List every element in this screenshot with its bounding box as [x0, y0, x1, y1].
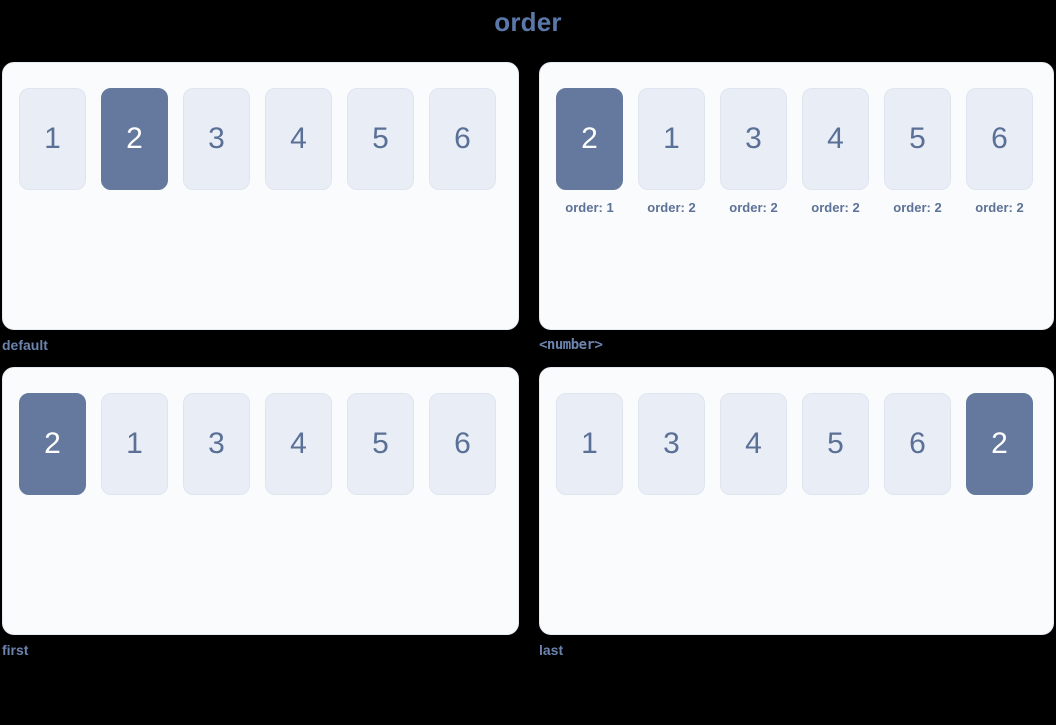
flex-container: 2 order: 1 1 order: 2 3 order: 2 4 order: 2 5 ord…: [556, 88, 1053, 216]
flex-item[interactable]: 5: [347, 88, 414, 190]
flex-item[interactable]: 4: [720, 393, 787, 495]
flex-item-wrapper: 6: [429, 88, 496, 190]
flex-item[interactable]: 4: [265, 393, 332, 495]
flex-item[interactable]: 1: [101, 393, 168, 495]
flex-item-wrapper: 1 order: 2: [638, 88, 705, 216]
flex-item[interactable]: 1: [19, 88, 86, 190]
flex-item-wrapper: 4 order: 2: [802, 88, 869, 216]
flex-item[interactable]: 5: [347, 393, 414, 495]
flex-item-highlighted[interactable]: 2: [19, 393, 86, 495]
flex-item[interactable]: 4: [802, 88, 869, 190]
flex-item-wrapper: 1: [556, 393, 623, 495]
flex-item[interactable]: 1: [556, 393, 623, 495]
order-note: order: 2: [729, 200, 778, 215]
flex-item-wrapper: 5: [347, 393, 414, 495]
flex-item[interactable]: 3: [720, 88, 787, 190]
flex-item-wrapper: 1: [19, 88, 86, 190]
flex-item-wrapper: 6 order: 2: [966, 88, 1033, 216]
flex-item-wrapper: 6: [429, 393, 496, 495]
panel-caption: last: [539, 642, 564, 658]
flex-item[interactable]: 3: [638, 393, 705, 495]
flex-item-wrapper: 4: [265, 393, 332, 495]
flex-item-wrapper: 6: [884, 393, 951, 495]
flex-item[interactable]: 6: [429, 393, 496, 495]
flex-item-wrapper: 3: [638, 393, 705, 495]
order-note: order: 2: [811, 200, 860, 215]
flex-item-wrapper: 3: [183, 393, 250, 495]
panel-cell: 2 order: 1 1 order: 2 3 order: 2 4 order: 2 5 ord…: [539, 62, 1054, 355]
flex-item[interactable]: 4: [265, 88, 332, 190]
flex-item-wrapper: 1: [101, 393, 168, 495]
flex-item-wrapper: 4: [720, 393, 787, 495]
flex-item-highlighted[interactable]: 2: [966, 393, 1033, 495]
flex-item[interactable]: 5: [884, 88, 951, 190]
flex-item-wrapper: 3: [183, 88, 250, 190]
flex-item-wrapper: 3 order: 2: [720, 88, 787, 216]
panel-caption: first: [2, 642, 29, 658]
order-note: order: 2: [975, 200, 1024, 215]
panel-caption: <number>: [539, 337, 603, 353]
page-title: order: [494, 7, 562, 37]
flex-item-wrapper: 2: [966, 393, 1033, 495]
flex-item-wrapper: 5: [802, 393, 869, 495]
flex-item-wrapper: 2 order: 1: [556, 88, 623, 216]
flex-item[interactable]: 5: [802, 393, 869, 495]
order-note: order: 2: [893, 200, 942, 215]
flex-item-wrapper: 4: [265, 88, 332, 190]
flex-item[interactable]: 6: [966, 88, 1033, 190]
flex-item[interactable]: 3: [183, 88, 250, 190]
flex-item-wrapper: 2: [101, 88, 168, 190]
flex-item[interactable]: 6: [429, 88, 496, 190]
flex-item-wrapper: 2: [19, 393, 86, 495]
flex-item-highlighted[interactable]: 2: [101, 88, 168, 190]
flex-item-highlighted[interactable]: 2: [556, 88, 623, 190]
flex-item[interactable]: 6: [884, 393, 951, 495]
flex-item[interactable]: 1: [638, 88, 705, 190]
flex-item-wrapper: 5 order: 2: [884, 88, 951, 216]
order-note: order: 1: [565, 200, 614, 215]
order-note: order: 2: [647, 200, 696, 215]
flex-item-wrapper: 5: [347, 88, 414, 190]
flex-item[interactable]: 3: [183, 393, 250, 495]
demo-panel: 2 order: 1 1 order: 2 3 order: 2 4 order: 2 5 ord…: [539, 62, 1054, 330]
panel-caption: default: [2, 337, 48, 353]
